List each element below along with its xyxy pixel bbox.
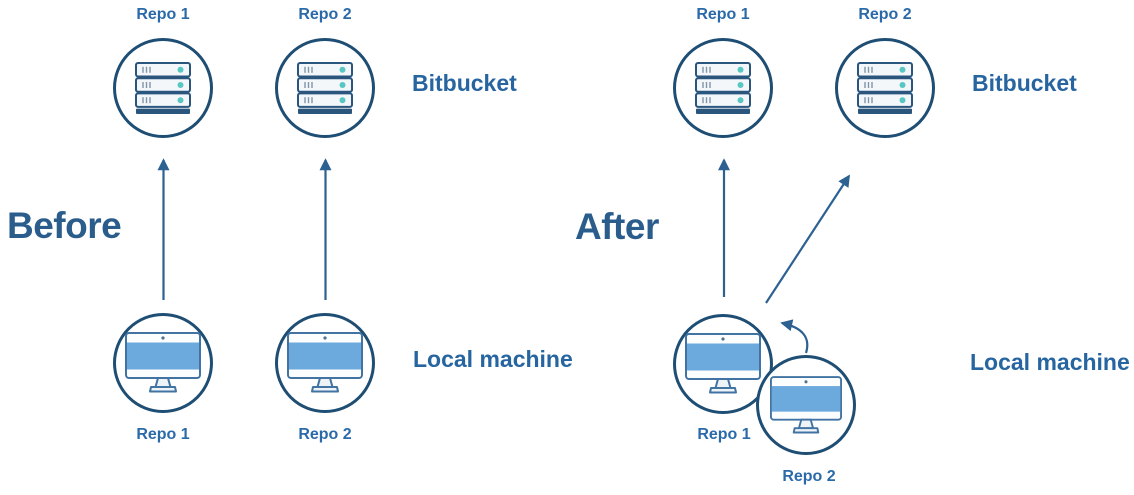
desktop-computer-icon (770, 375, 842, 433)
after-remote-repo2-label: Repo 2 (858, 6, 912, 23)
server-icon (857, 61, 913, 114)
server-icon (297, 61, 353, 114)
after-heading: After (575, 206, 659, 247)
before-bitbucket-label: Bitbucket (412, 70, 517, 96)
before-local-machine-label: Local machine (413, 346, 573, 372)
desktop-computer-icon (287, 332, 363, 393)
desktop-computer-icon (685, 333, 761, 394)
after-bitbucket-label: Bitbucket (972, 70, 1077, 96)
server-icon (135, 61, 191, 114)
after-local-machine-label: Local machine (970, 349, 1130, 375)
after-local-repo2-node (756, 355, 856, 455)
before-local-repo1-label: Repo 1 (136, 426, 190, 443)
before-remote-repo1-node (113, 38, 213, 138)
before-remote-repo1-label: Repo 1 (136, 6, 190, 23)
after-remote-repo1-label: Repo 1 (696, 6, 750, 23)
after-merge-curved-arrow (780, 319, 809, 354)
before-heading: Before (7, 205, 122, 246)
before-local-repo2-label: Repo 2 (298, 426, 352, 443)
after-remote-repo2-node (835, 38, 935, 138)
desktop-computer-icon (125, 332, 201, 393)
before-local-repo1-node (113, 313, 213, 413)
before-remote-repo2-label: Repo 2 (298, 6, 352, 23)
after-diagonal-push-arrow-repo2 (765, 174, 850, 304)
after-local-repo2-label: Repo 2 (782, 468, 836, 485)
after-local-repo1-label: Repo 1 (697, 426, 751, 443)
before-remote-repo2-node (275, 38, 375, 138)
after-remote-repo1-node (673, 38, 773, 138)
before-local-repo2-node (275, 313, 375, 413)
server-icon (695, 61, 751, 114)
after-local-repo1-node (673, 314, 773, 414)
